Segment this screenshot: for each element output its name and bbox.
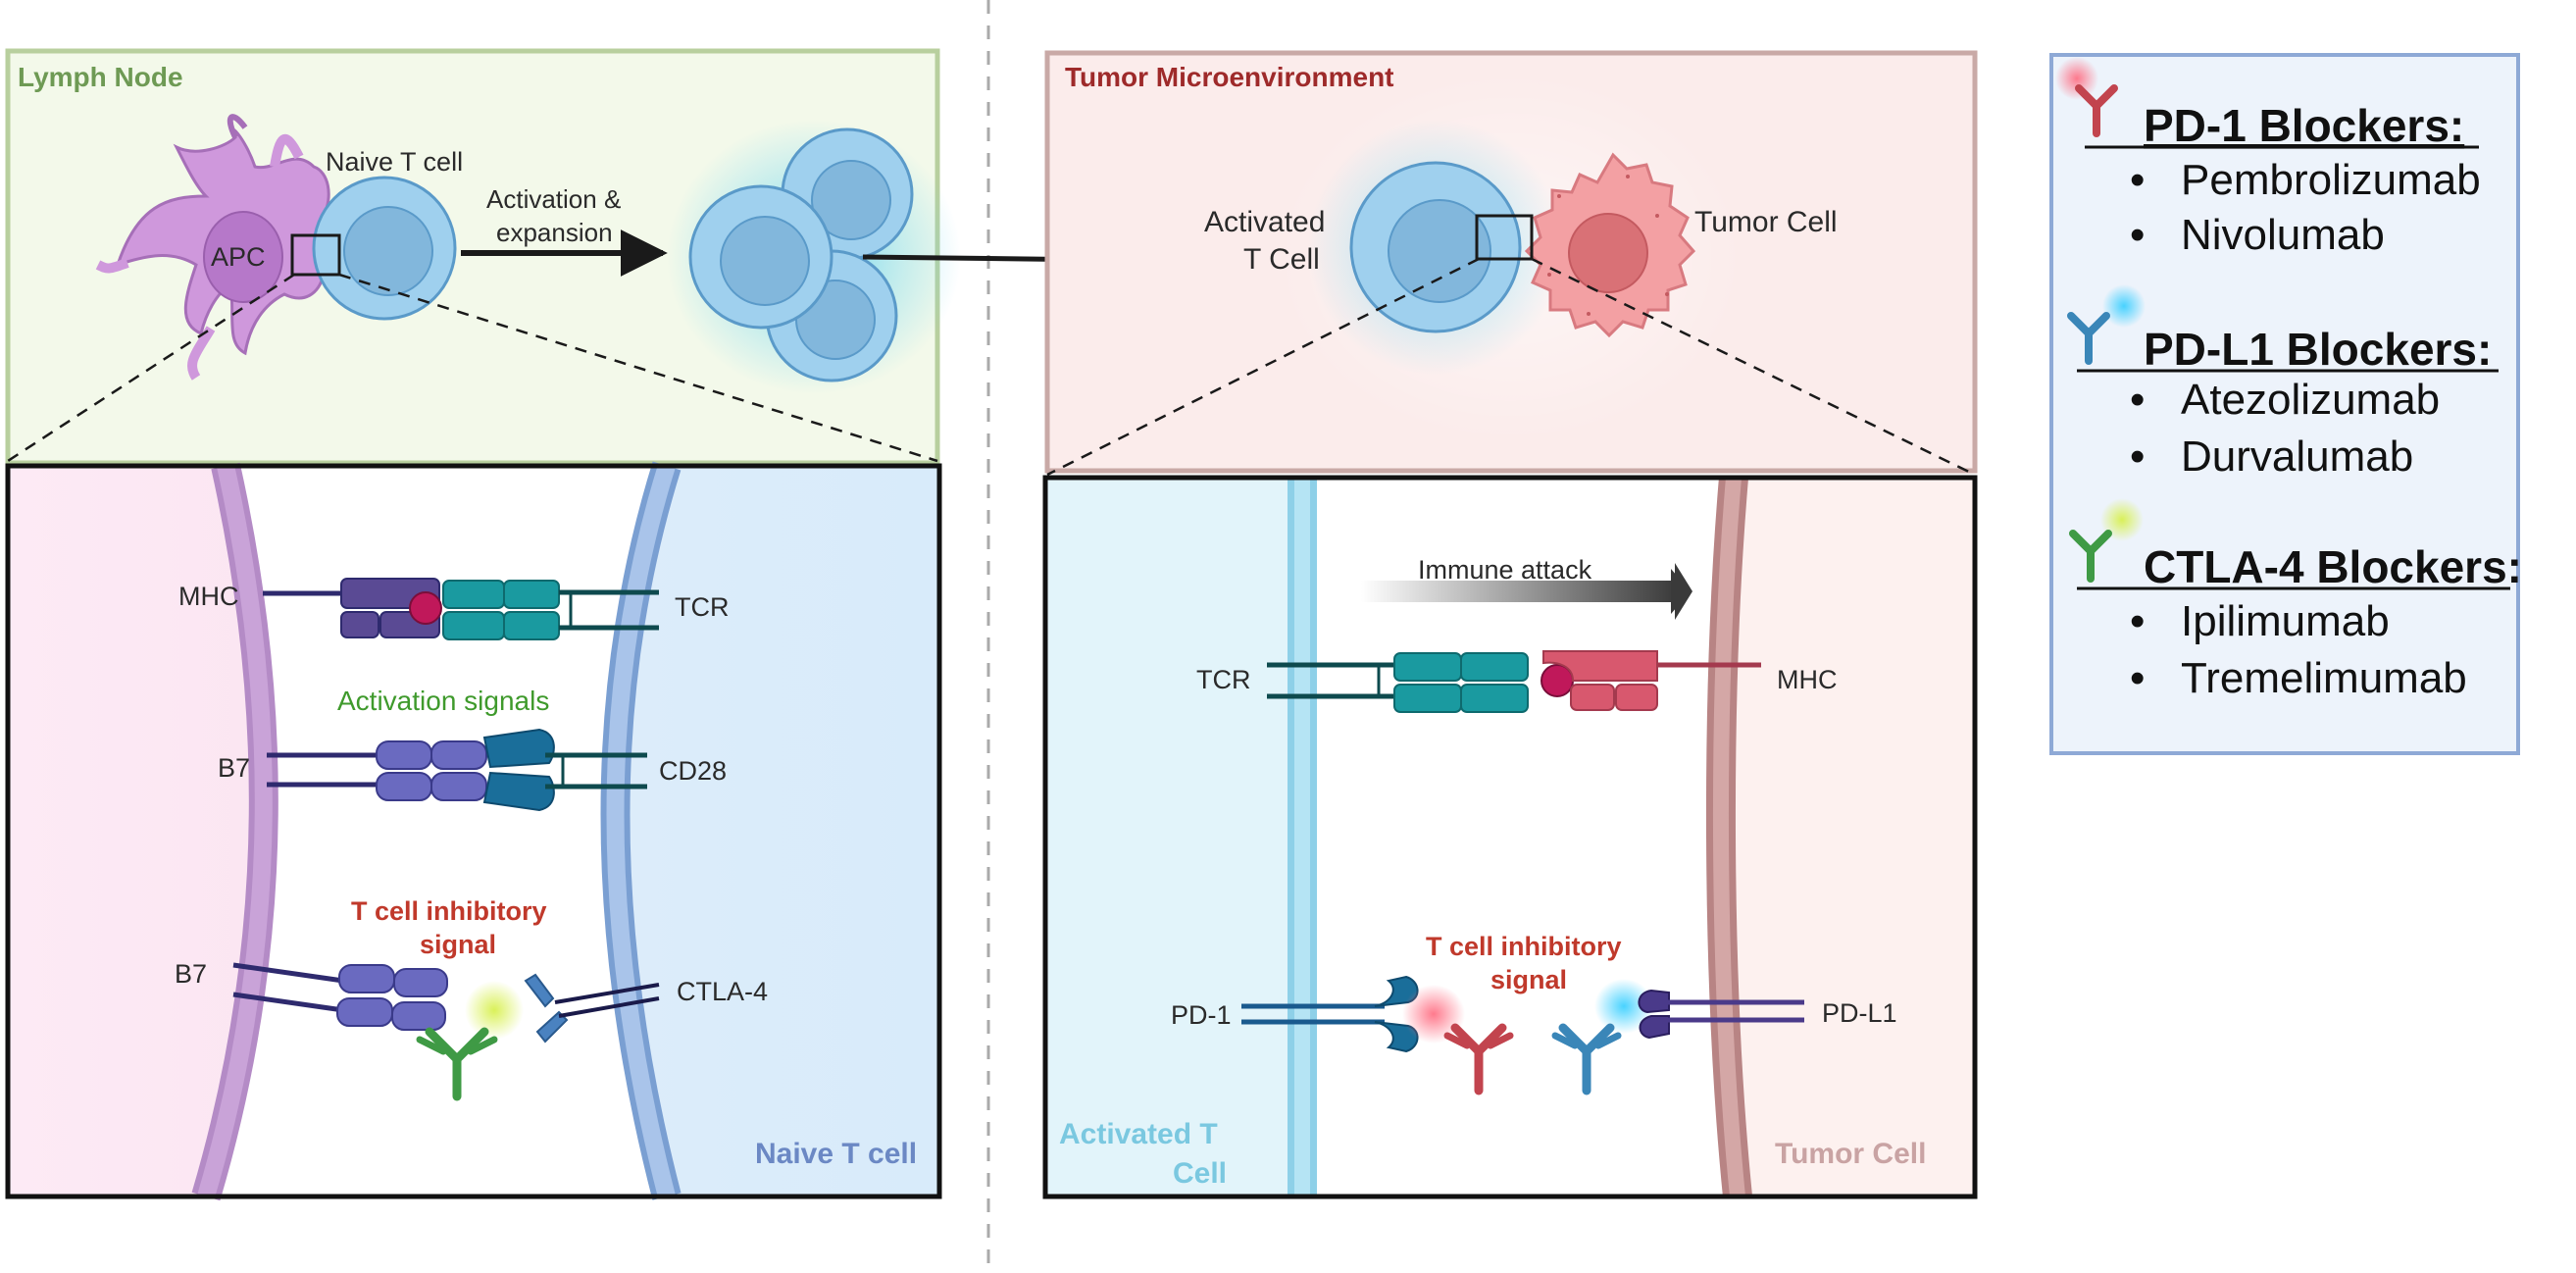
lymph-node-title: Lymph Node — [18, 62, 183, 92]
b7-label-bottom: B7 — [175, 959, 207, 989]
legend-box — [2049, 53, 2520, 755]
tumor-cell-zoom-label: Tumor Cell — [1775, 1138, 1926, 1170]
tcr-mhc-complex — [1267, 650, 1761, 713]
legend-group-pdl1: PD-L1 Blockers: • Atezolizumab • Durvalu… — [2067, 284, 2499, 481]
naive-t-cell-zoom-label: Naive T cell — [755, 1138, 917, 1170]
legend-group-pd1: PD-1 Blockers: • Pembrolizumab • Nivolum… — [2055, 57, 2481, 259]
inhibitory-label-right-2: signal — [1490, 965, 1567, 994]
legend-drug-atezolizumab: Atezolizumab — [2181, 376, 2440, 424]
inhibitory-label-left-2: signal — [420, 930, 496, 959]
anti-ctla4-antibody-icon — [416, 1027, 498, 1101]
ctla4-blocker-antibody-icon — [2069, 530, 2112, 583]
legend-title-ctla4: CTLA-4 Blockers: — [2144, 541, 2522, 592]
b7-label-top: B7 — [218, 753, 250, 783]
legend-bullet: • — [2130, 433, 2145, 481]
legend-title-pd1: PD-1 Blockers: — [2144, 100, 2464, 151]
activated-t-cell — [1308, 120, 1563, 375]
expanded-t-cells — [667, 120, 961, 394]
activated-label-2: T Cell — [1243, 243, 1320, 276]
legend-bullet: • — [2130, 376, 2145, 424]
zoom-panel-left: MHC TCR Activation signals B7 CD28 T cel… — [5, 461, 942, 1201]
tumor-env-panel: Tumor Microenvironment Activated T Cell … — [1044, 50, 1978, 474]
activated-t-cell-zoom-label-2: Cell — [1173, 1157, 1227, 1190]
activation-label-2: expansion — [496, 218, 613, 247]
zoom-marker-right — [1475, 214, 1534, 261]
tcr-label-left: TCR — [675, 592, 730, 622]
immune-attack-label: Immune attack — [1418, 555, 1592, 585]
legend-drug-nivolumab: Nivolumab — [2181, 211, 2385, 259]
naive-t-cell: Naive T cell — [312, 147, 463, 321]
activated-t-cell-zoom-label-1: Activated T — [1059, 1118, 1218, 1150]
ctla4-label: CTLA-4 — [677, 977, 768, 1006]
legend-drug-pembrolizumab: Pembrolizumab — [2181, 156, 2481, 204]
cd28-label: CD28 — [659, 756, 727, 786]
anti-pdl1-antibody-icon — [1551, 979, 1653, 1095]
naive-t-cell-label: Naive T cell — [326, 147, 463, 177]
legend-bullet: • — [2130, 597, 2145, 645]
zoom-marker-left — [290, 233, 341, 277]
pd1-blocker-antibody-icon — [2075, 84, 2118, 137]
inhibitory-label-left-1: T cell inhibitory — [351, 896, 547, 926]
legend-bullet: • — [2130, 654, 2145, 702]
tumor-cell-label: Tumor Cell — [1694, 206, 1838, 238]
activated-label-1: Activated — [1204, 206, 1325, 238]
b7-cd28-complex — [267, 728, 647, 812]
zoom-panel-right: Immune attack TCR MHC T cell inhibitory … — [1042, 475, 1978, 1199]
mhc-label-left: MHC — [178, 582, 239, 611]
pdl1-blocker-antibody-icon — [2067, 312, 2110, 365]
activation-label-1: Activation & — [486, 184, 621, 214]
pd1-label: PD-1 — [1171, 1000, 1232, 1030]
apc-label: APC — [211, 242, 266, 272]
legend-bullet: • — [2130, 156, 2145, 204]
legend-title-pdl1: PD-L1 Blockers: — [2144, 324, 2492, 375]
mhc-label-right: MHC — [1777, 665, 1838, 694]
legend-drug-durvalumab: Durvalumab — [2181, 433, 2413, 481]
pdl1-label: PD-L1 — [1822, 998, 1897, 1028]
tcr-label-right: TCR — [1196, 665, 1251, 694]
legend-drug-tremelimumab: Tremelimumab — [2181, 654, 2467, 702]
legend-panel: PD-1 Blockers: • Pembrolizumab • Nivolum… — [2049, 53, 2522, 755]
pdl1-ligand — [1638, 989, 1804, 1040]
activation-signals-label: Activation signals — [337, 686, 549, 716]
immune-attack-arrow — [1361, 581, 1677, 602]
apc-cell: APC — [95, 114, 334, 381]
legend-drug-ipilimumab: Ipilimumab — [2181, 597, 2390, 645]
legend-bullet: • — [2130, 211, 2145, 259]
zoom-panel-left-frame — [5, 463, 942, 1199]
tumor-env-title: Tumor Microenvironment — [1065, 62, 1394, 92]
zoom-panel-right-frame — [1042, 475, 1978, 1199]
lymph-node-panel: Lymph Node APC Naive T cell Activation &… — [5, 48, 961, 466]
pd1-receptor — [1241, 975, 1465, 1053]
anti-pd1-antibody-icon — [1443, 1023, 1514, 1095]
inhibitory-label-right-1: T cell inhibitory — [1426, 932, 1622, 961]
b7-ctla4-complex — [232, 962, 660, 1044]
legend-group-ctla4: CTLA-4 Blockers: • Ipilimumab • Tremelim… — [2069, 498, 2522, 702]
tumor-cell — [1524, 152, 1696, 338]
mhc-tcr-complex — [263, 578, 659, 640]
